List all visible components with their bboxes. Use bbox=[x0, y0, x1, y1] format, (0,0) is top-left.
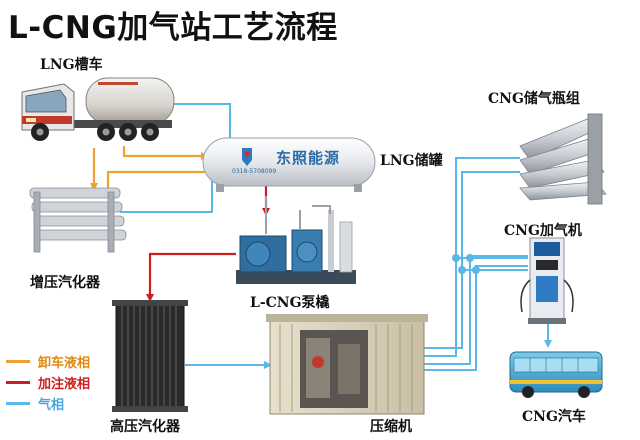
gas-arrow-comp bbox=[264, 361, 272, 369]
legend-label-fill: 加注液相 bbox=[38, 377, 91, 392]
legend-item-fill: 加注液相 bbox=[6, 373, 90, 392]
lng-storage-tank bbox=[202, 137, 376, 192]
tank-brand-text: 东照能源 bbox=[276, 149, 341, 167]
compressor bbox=[266, 314, 428, 415]
legend-label-gas: 气相 bbox=[38, 398, 65, 413]
tank-code-text: 0318-5708099 bbox=[232, 168, 277, 175]
legend-swatch-fill bbox=[6, 381, 30, 384]
pump-skid bbox=[236, 196, 356, 284]
label-lng-tank: LNG储罐 bbox=[380, 153, 443, 169]
label-pump-skid: L-CNG泵橇 bbox=[250, 295, 330, 311]
hp-vaporizer bbox=[112, 300, 188, 412]
legend-label-unload: 卸车液相 bbox=[38, 356, 91, 371]
cng-dispenser bbox=[520, 237, 574, 324]
label-cng-storage: CNG储气瓶组 bbox=[488, 91, 580, 107]
unload-liquid-pipes bbox=[92, 146, 205, 188]
legend-swatch-unload bbox=[6, 360, 30, 363]
legend-item-gas: 气相 bbox=[6, 394, 64, 413]
label-booster-vaporizer: 增压汽化器 bbox=[30, 275, 100, 291]
label-compressor: 压缩机 bbox=[370, 419, 412, 435]
legend-item-unload: 卸车液相 bbox=[6, 352, 90, 371]
unload-arrow-2 bbox=[90, 183, 98, 191]
diagram-title: L-CNG加气站工艺流程 bbox=[8, 10, 338, 46]
lng-truck bbox=[21, 77, 175, 141]
label-cng-bus: CNG汽车 bbox=[522, 409, 586, 425]
fill-arrow-2 bbox=[146, 294, 154, 302]
gas-arrow-bus bbox=[544, 340, 552, 348]
gas-junctions bbox=[452, 254, 480, 274]
label-cng-dispenser: CNG加气机 bbox=[504, 223, 582, 239]
label-hp-vaporizer: 高压汽化器 bbox=[110, 419, 180, 435]
label-lng-truck: LNG槽车 bbox=[40, 57, 103, 73]
booster-vaporizer bbox=[29, 187, 127, 253]
cng-bus bbox=[509, 351, 603, 398]
legend-swatch-gas bbox=[6, 402, 30, 405]
cng-storage-bank bbox=[519, 113, 607, 205]
